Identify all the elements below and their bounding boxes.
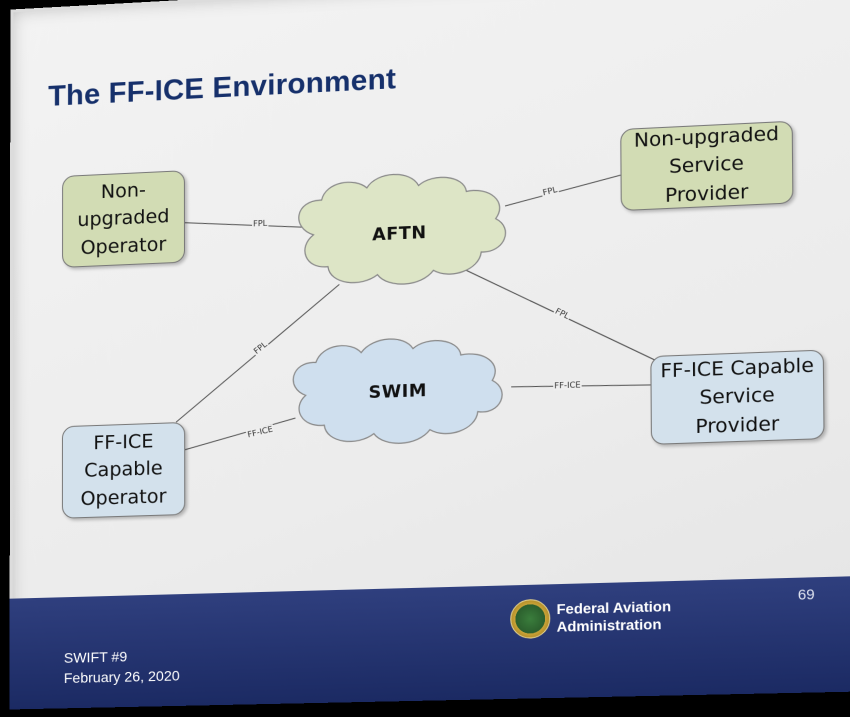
edge-ffop-swim [183,418,295,450]
footer-event: SWIFT #9 [63,648,128,666]
footer-info: SWIFT #9 February 26, 2020 [64,645,180,689]
slide-canvas: The FF-ICE Environment AFTN SWIM FPL FPL… [9,0,850,710]
aftn-label: AFTN [372,222,427,246]
connector-lines [10,0,850,709]
faa-seal-icon [510,598,551,639]
faa-logo: Federal Aviation Administration [510,596,671,639]
swim-label: SWIM [368,380,427,404]
swim-cloud [293,335,502,447]
footer-date: February 26, 2020 [63,667,180,687]
slide-footer: Federal Aviation Administration 69 SWIFT… [9,575,850,710]
node-ffice-operator: FF-ICE Capable Operator [61,421,186,519]
edge-label-swim-ffprov: FF-ICE [553,380,582,391]
aftn-cloud [299,169,506,288]
node-non-upgraded-operator: Non- upgraded Operator [62,170,186,268]
node-non-upgraded-provider: Non-upgraded Service Provider [620,120,794,212]
node-ffice-provider: FF-ICE Capable Service Provider [650,349,825,445]
edge-aftn-provider [505,175,621,206]
page-number: 69 [797,585,815,603]
edge-label-op-aftn: FPL [252,218,269,229]
edge-op-aftn [181,217,303,233]
agency-name-line2: Administration [556,615,662,635]
